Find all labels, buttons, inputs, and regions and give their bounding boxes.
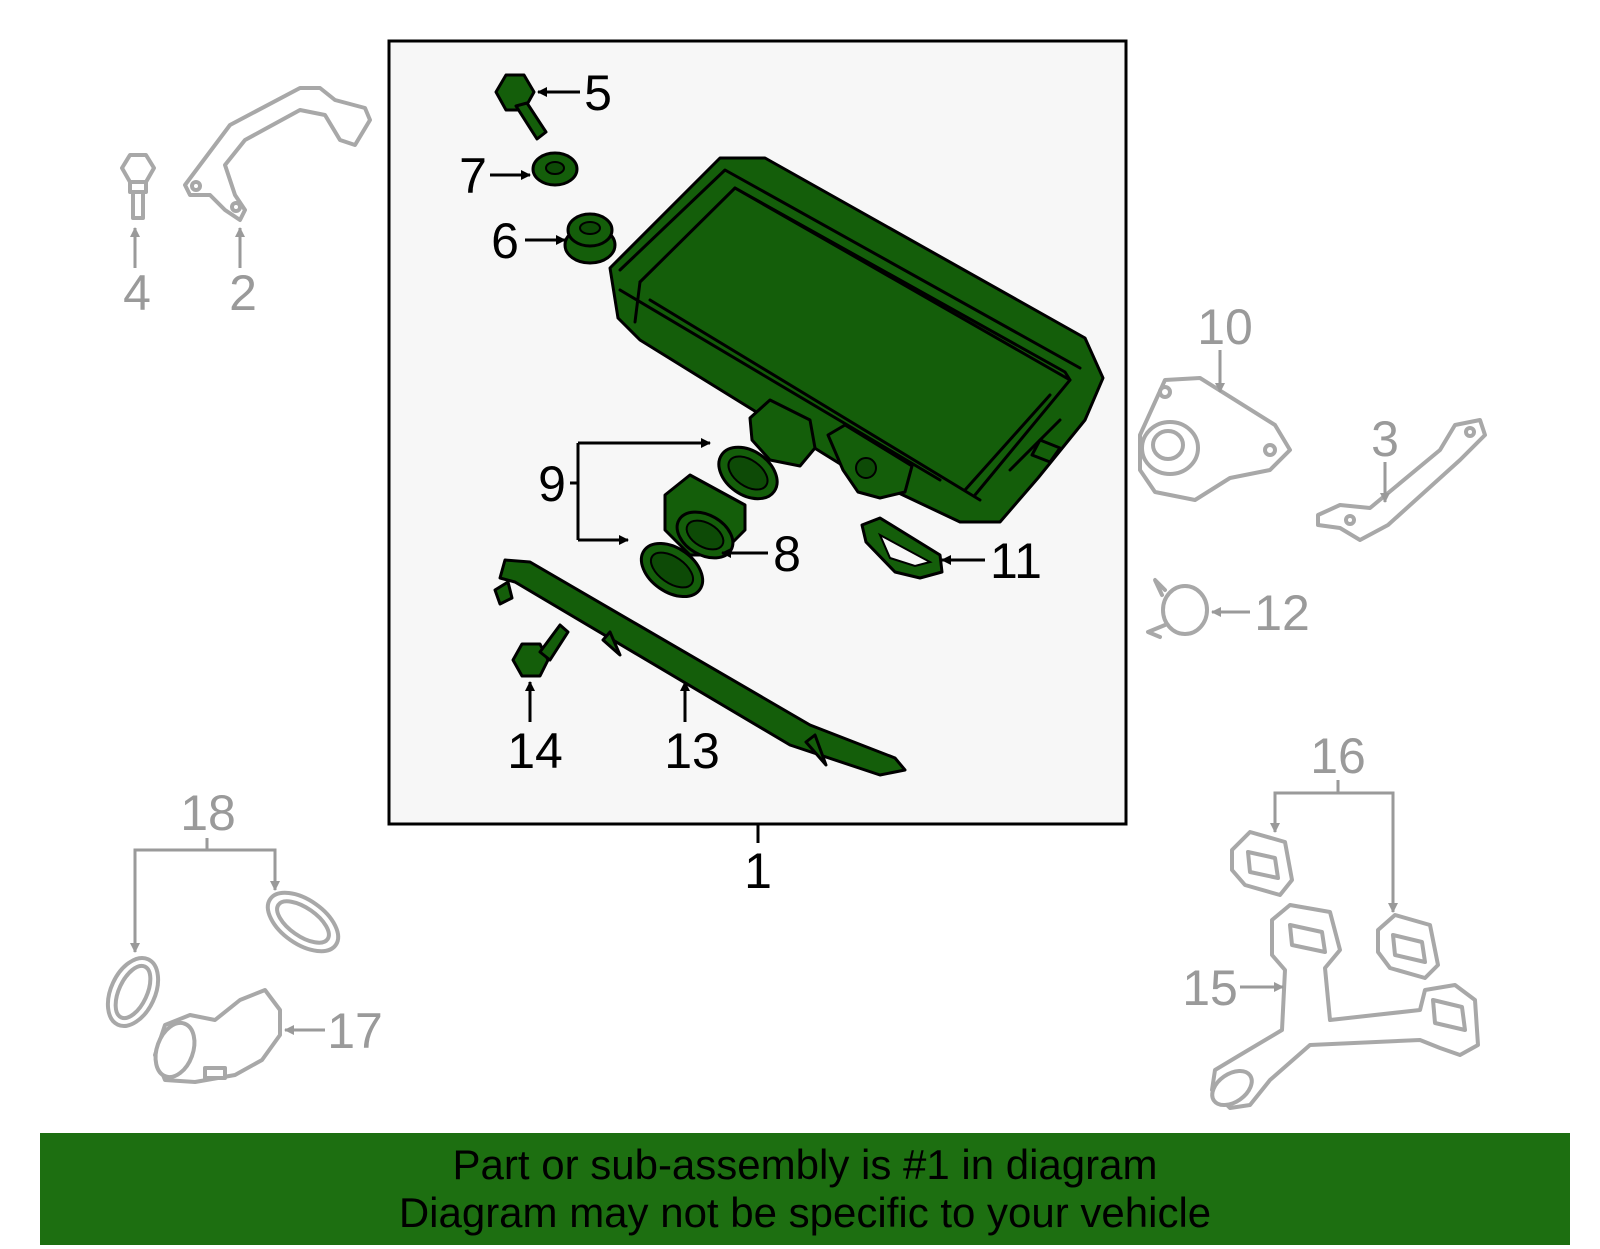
leader-16-bracket	[1273, 791, 1398, 913]
callout-2: 2	[229, 265, 257, 321]
banner-line-1: Part or sub-assembly is #1 in diagram	[452, 1141, 1158, 1188]
callout-3: 3	[1371, 411, 1399, 467]
bracket-13[interactable]	[493, 558, 907, 777]
leader-18-bracket	[133, 848, 280, 950]
washer-7[interactable]	[531, 151, 579, 187]
clamp-12[interactable]	[1146, 578, 1209, 639]
callout-11: 11	[990, 533, 1042, 589]
bolt-14[interactable]	[511, 623, 570, 678]
mount-10[interactable]	[1138, 376, 1292, 502]
bolt-4[interactable]	[120, 153, 156, 220]
callout-18: 18	[180, 785, 236, 841]
bracket-3[interactable]	[1316, 418, 1487, 542]
clamp-9-upper[interactable]	[709, 437, 787, 510]
callout-9: 9	[538, 456, 566, 512]
intercooler-outlet-neck	[748, 398, 817, 468]
banner-line-2: Diagram may not be specific to your vehi…	[398, 1189, 1212, 1236]
callout-13: 13	[664, 723, 720, 779]
callout-14: 14	[507, 723, 563, 779]
callout-10: 10	[1197, 299, 1253, 355]
callout-8: 8	[773, 526, 801, 582]
clamp-18-left[interactable]	[98, 950, 168, 1034]
callout-1: 1	[744, 843, 772, 899]
grommet-6[interactable]	[563, 212, 617, 265]
intercooler-bottom-tab	[1030, 438, 1062, 464]
callout-17: 17	[327, 1003, 383, 1059]
gasket-16-right[interactable]	[1376, 913, 1440, 980]
callout-15: 15	[1182, 960, 1238, 1016]
callout-12: 12	[1254, 585, 1310, 641]
callout-5: 5	[584, 65, 612, 121]
hose-8[interactable]	[663, 473, 747, 567]
disclaimer-banner: Part or sub-assembly is #1 in diagram Di…	[40, 1133, 1570, 1245]
flange-hole	[855, 457, 877, 479]
callout-4: 4	[123, 265, 151, 321]
callout-6: 6	[491, 213, 519, 269]
clamp-18-right[interactable]	[258, 881, 349, 963]
bracket-2[interactable]	[183, 86, 372, 222]
callout-16: 16	[1310, 728, 1366, 784]
clamp-9-lower[interactable]	[632, 532, 713, 607]
gasket-16-left[interactable]	[1230, 830, 1294, 897]
intercooler-core[interactable]	[608, 156, 1105, 524]
gasket-11[interactable]	[860, 516, 944, 580]
callout-7: 7	[459, 148, 487, 204]
pipe-15[interactable]	[1206, 903, 1480, 1112]
bolt-5[interactable]	[494, 73, 548, 141]
hose-17[interactable]	[149, 988, 282, 1084]
